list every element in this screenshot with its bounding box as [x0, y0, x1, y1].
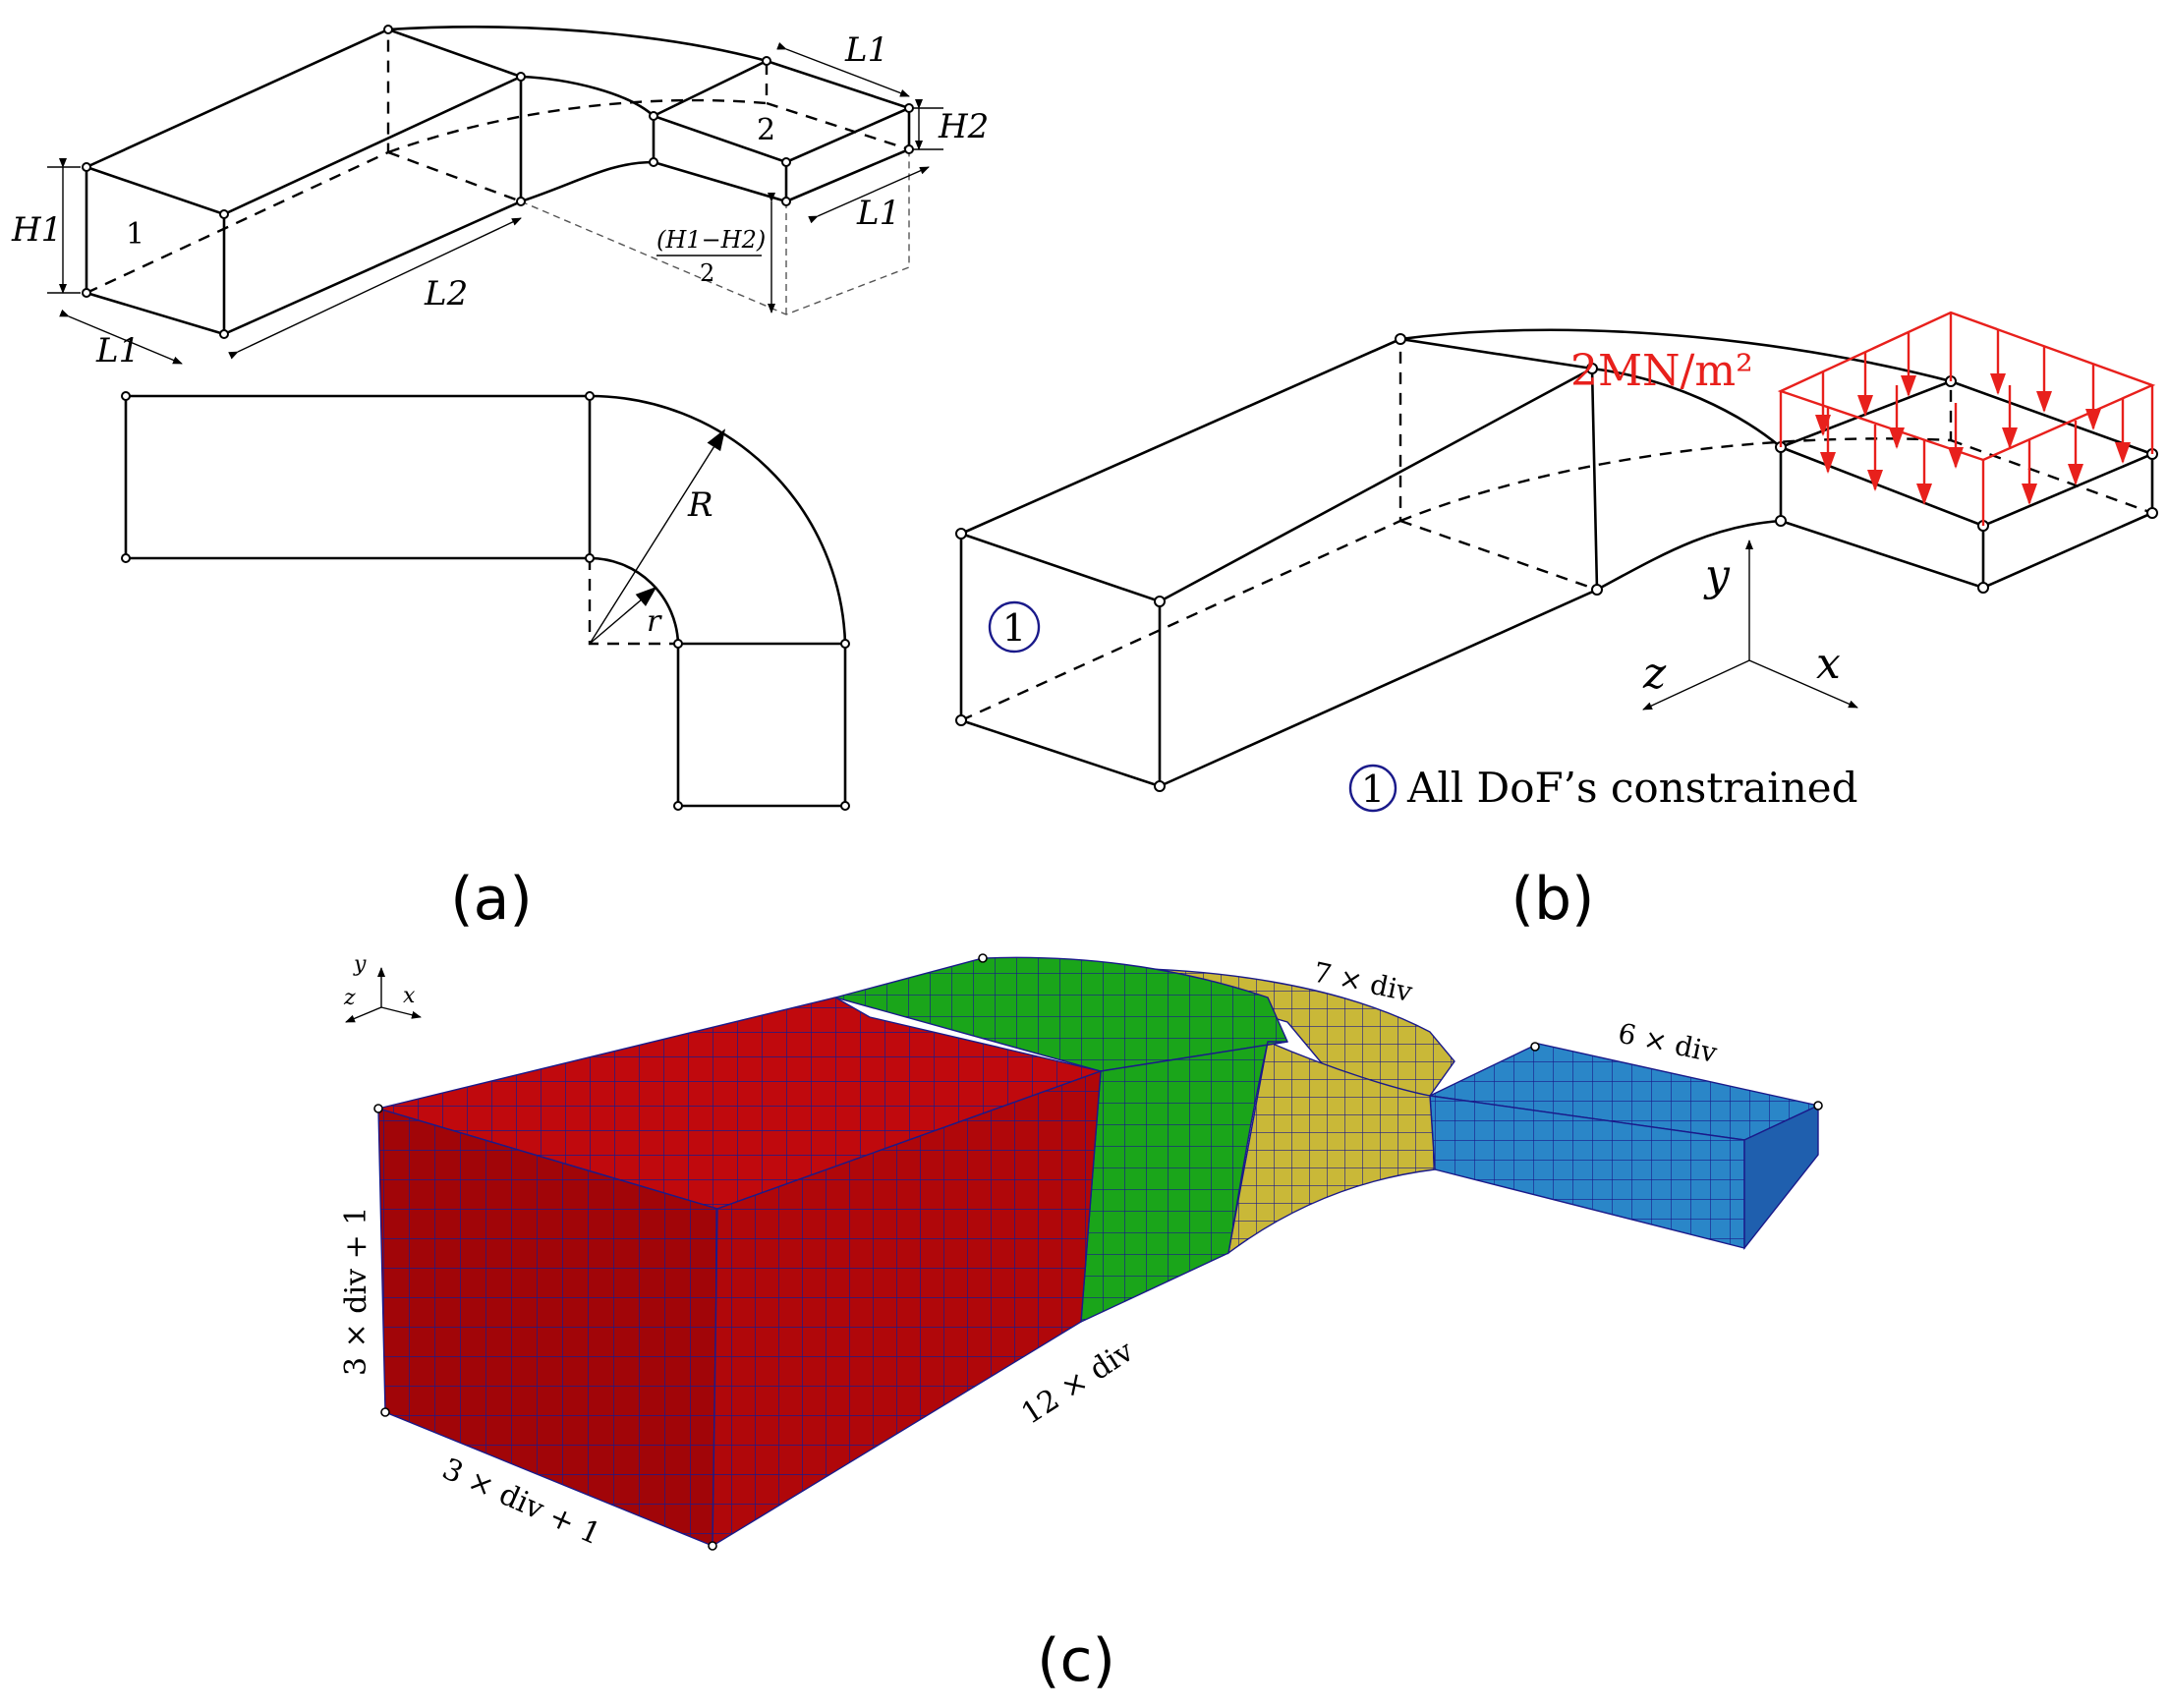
mesh-transition-top [832, 956, 1289, 1072]
panel-a-caption: (a) [450, 865, 533, 934]
label-R: R [687, 485, 713, 525]
panel-a-3d-schematic: L1 H2 2 H1 1 L2 (H1−H2) 2 L1 L1 [11, 25, 989, 370]
legend-text: All DoF’s constrained [1406, 764, 1858, 812]
label-r: r [647, 604, 662, 639]
mesh-bend-side [1226, 1041, 1436, 1255]
axis-x-label: x [1816, 639, 1841, 689]
fixed-face-marker [988, 600, 1041, 654]
panel-b-caption: (b) [1511, 865, 1595, 934]
label-offset-numerator: (H1−H2) [656, 226, 766, 254]
mesh-transition-side [1080, 1041, 1288, 1324]
div-label-outlet: 6 × div [1616, 1017, 1721, 1069]
panel-c-axes: y z x [343, 952, 422, 1023]
mini-axis-x-label: x [403, 984, 416, 1008]
label-L2: L2 [424, 274, 468, 313]
mesh-outlet-end [1743, 1104, 1819, 1251]
mini-axis-z-label: z [343, 986, 356, 1010]
label-region-2: 2 [757, 113, 775, 147]
panel-b: 2MN/m² 1 y z x 1 All DoF’s constrained (… [955, 311, 2158, 934]
panel-c-caption: (c) [1037, 1626, 1115, 1695]
label-L1-top: L1 [844, 30, 888, 70]
load-magnitude-label: 2MN/m² [1570, 346, 1753, 396]
label-offset-denominator: 2 [700, 259, 714, 287]
panel-b-axes: y z x [1642, 540, 1858, 711]
div-label-height: 3 × div + 1 [339, 1207, 373, 1376]
panel-a-plan-view: R r [121, 391, 850, 811]
label-H1: H1 [11, 210, 62, 250]
fixed-face-marker-number: 1 [1002, 606, 1026, 650]
label-L1-bottom: L1 [95, 331, 140, 370]
label-region-1: 1 [126, 217, 144, 252]
axis-y-label: y [1703, 550, 1731, 600]
axis-z-label: z [1642, 649, 1667, 699]
panel-c: y z x 7 × div 6 × div 3 × div + 1 3 × di… [339, 952, 1823, 1695]
pressure-load-arrows [1777, 311, 2156, 526]
legend-marker-circle [1348, 764, 1397, 813]
mesh-inlet-side [712, 1069, 1102, 1548]
panel-a: L1 H2 2 H1 1 L2 (H1−H2) 2 L1 L1 R r [11, 25, 989, 934]
label-L1-right: L1 [856, 194, 900, 233]
mini-axis-y-label: y [353, 952, 367, 977]
legend-marker-number: 1 [1361, 768, 1385, 811]
label-H2: H2 [938, 107, 989, 146]
